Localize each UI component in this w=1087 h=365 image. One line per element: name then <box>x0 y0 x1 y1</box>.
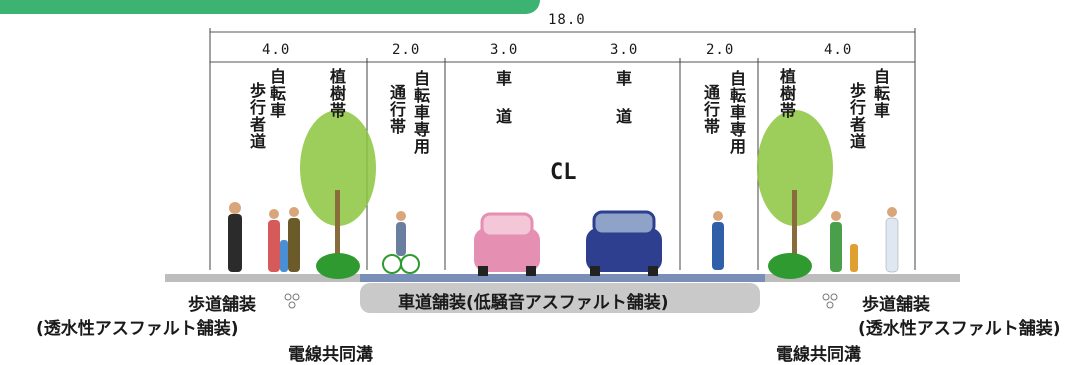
right-conduit-symbol <box>822 293 838 309</box>
pedestrian-head <box>289 207 299 217</box>
cyclist-body <box>396 222 406 256</box>
pedestrian-figure <box>268 220 280 272</box>
child-figure <box>280 240 288 272</box>
conduit-pipe <box>284 293 292 301</box>
pedestrian-figure <box>830 222 842 272</box>
road-right-label-1: 車 <box>613 70 632 87</box>
cyclist-head <box>713 211 723 221</box>
car-tire <box>526 266 536 276</box>
segment-label: 4.0 <box>262 42 291 58</box>
right-pedestrians <box>830 207 899 273</box>
road-pavement-block <box>360 283 760 313</box>
pedestrian-head <box>887 207 897 217</box>
right-tree <box>757 110 833 279</box>
right-sidewalk-pavement-title: 歩道舗装 <box>862 295 930 315</box>
segment-label: 3.0 <box>490 42 519 58</box>
road-left-label-2: 道 <box>493 108 512 125</box>
left-tree-canopy <box>300 110 376 226</box>
right-sidewalk-pavement-detail: (透水性アスファルト舗装) <box>858 319 1061 339</box>
left-conduit-label: 電線共同溝 <box>288 345 373 365</box>
pedestrian-figure <box>288 218 300 272</box>
left-bike-label-2: 通行帯 <box>387 84 406 135</box>
right-bike-label-2: 通行帯 <box>701 84 720 135</box>
segment-label: 3.0 <box>610 42 639 58</box>
pedestrian-figure <box>228 214 242 272</box>
pedestrian-head <box>269 209 279 219</box>
conduit-pipe <box>822 293 830 301</box>
car-body <box>586 228 662 272</box>
right-cyclist <box>712 211 724 270</box>
left-cyclist <box>382 211 420 274</box>
bike-wheel <box>400 254 420 274</box>
right-tree-label: 植樹帯 <box>777 68 796 119</box>
left-sidewalk-pavement-detail: (透水性アスファルト舗装) <box>36 319 239 339</box>
conduit-pipe <box>826 301 834 309</box>
right-bike-label-1: 自転車専用 <box>727 70 746 155</box>
right-tree-canopy <box>757 110 833 226</box>
pink-car <box>474 212 540 276</box>
car-tire <box>590 266 600 276</box>
blue-car <box>586 210 662 276</box>
left-walk-label-1: 自転車 <box>267 68 286 119</box>
car-windshield <box>592 210 656 236</box>
bike-wheel <box>382 254 402 274</box>
car-tire <box>478 266 488 276</box>
header-banner <box>0 0 540 14</box>
left-sidewalk-surface <box>165 274 365 282</box>
cyclist-body <box>712 222 724 270</box>
left-conduit-symbol <box>284 293 300 309</box>
child-figure <box>850 244 858 272</box>
left-tree-trunk <box>335 190 340 255</box>
road-pavement-label: 車道舗装(低騒音アスファルト舗装) <box>398 293 669 313</box>
centerline-label: CL <box>550 160 577 185</box>
right-walk-label-1: 自転車 <box>871 68 890 119</box>
road-right-label-2: 道 <box>613 108 632 125</box>
roadway-surface <box>360 274 765 282</box>
conduit-pipe <box>830 293 838 301</box>
total-width-label: 18.0 <box>548 12 586 28</box>
pedestrian-figure <box>885 217 899 273</box>
segment-label: 2.0 <box>706 42 735 58</box>
right-sidewalk-surface <box>760 274 960 282</box>
left-pedestrians <box>228 202 300 272</box>
conduit-pipe <box>292 293 300 301</box>
left-tree-label: 植樹帯 <box>327 68 346 119</box>
conduit-pipe <box>288 301 296 309</box>
pedestrian-head <box>229 202 241 214</box>
segment-label: 2.0 <box>392 42 421 58</box>
right-hedge <box>768 253 812 279</box>
road-left-label-1: 車 <box>493 70 512 87</box>
car-body <box>474 228 540 272</box>
left-hedge <box>316 253 360 279</box>
pedestrian-head <box>831 211 841 221</box>
left-tree <box>300 110 376 279</box>
segment-label: 4.0 <box>824 42 853 58</box>
car-tire <box>648 266 658 276</box>
left-sidewalk-pavement-title: 歩道舗装 <box>188 295 256 315</box>
left-bike-label-1: 自転車専用 <box>411 70 430 155</box>
cyclist-head <box>396 211 406 221</box>
car-windshield <box>480 212 534 238</box>
right-conduit-label: 電線共同溝 <box>776 345 861 365</box>
right-tree-trunk <box>792 190 797 255</box>
right-walk-label-2: 歩行者道 <box>847 82 866 150</box>
left-walk-label-2: 歩行者道 <box>247 82 266 150</box>
